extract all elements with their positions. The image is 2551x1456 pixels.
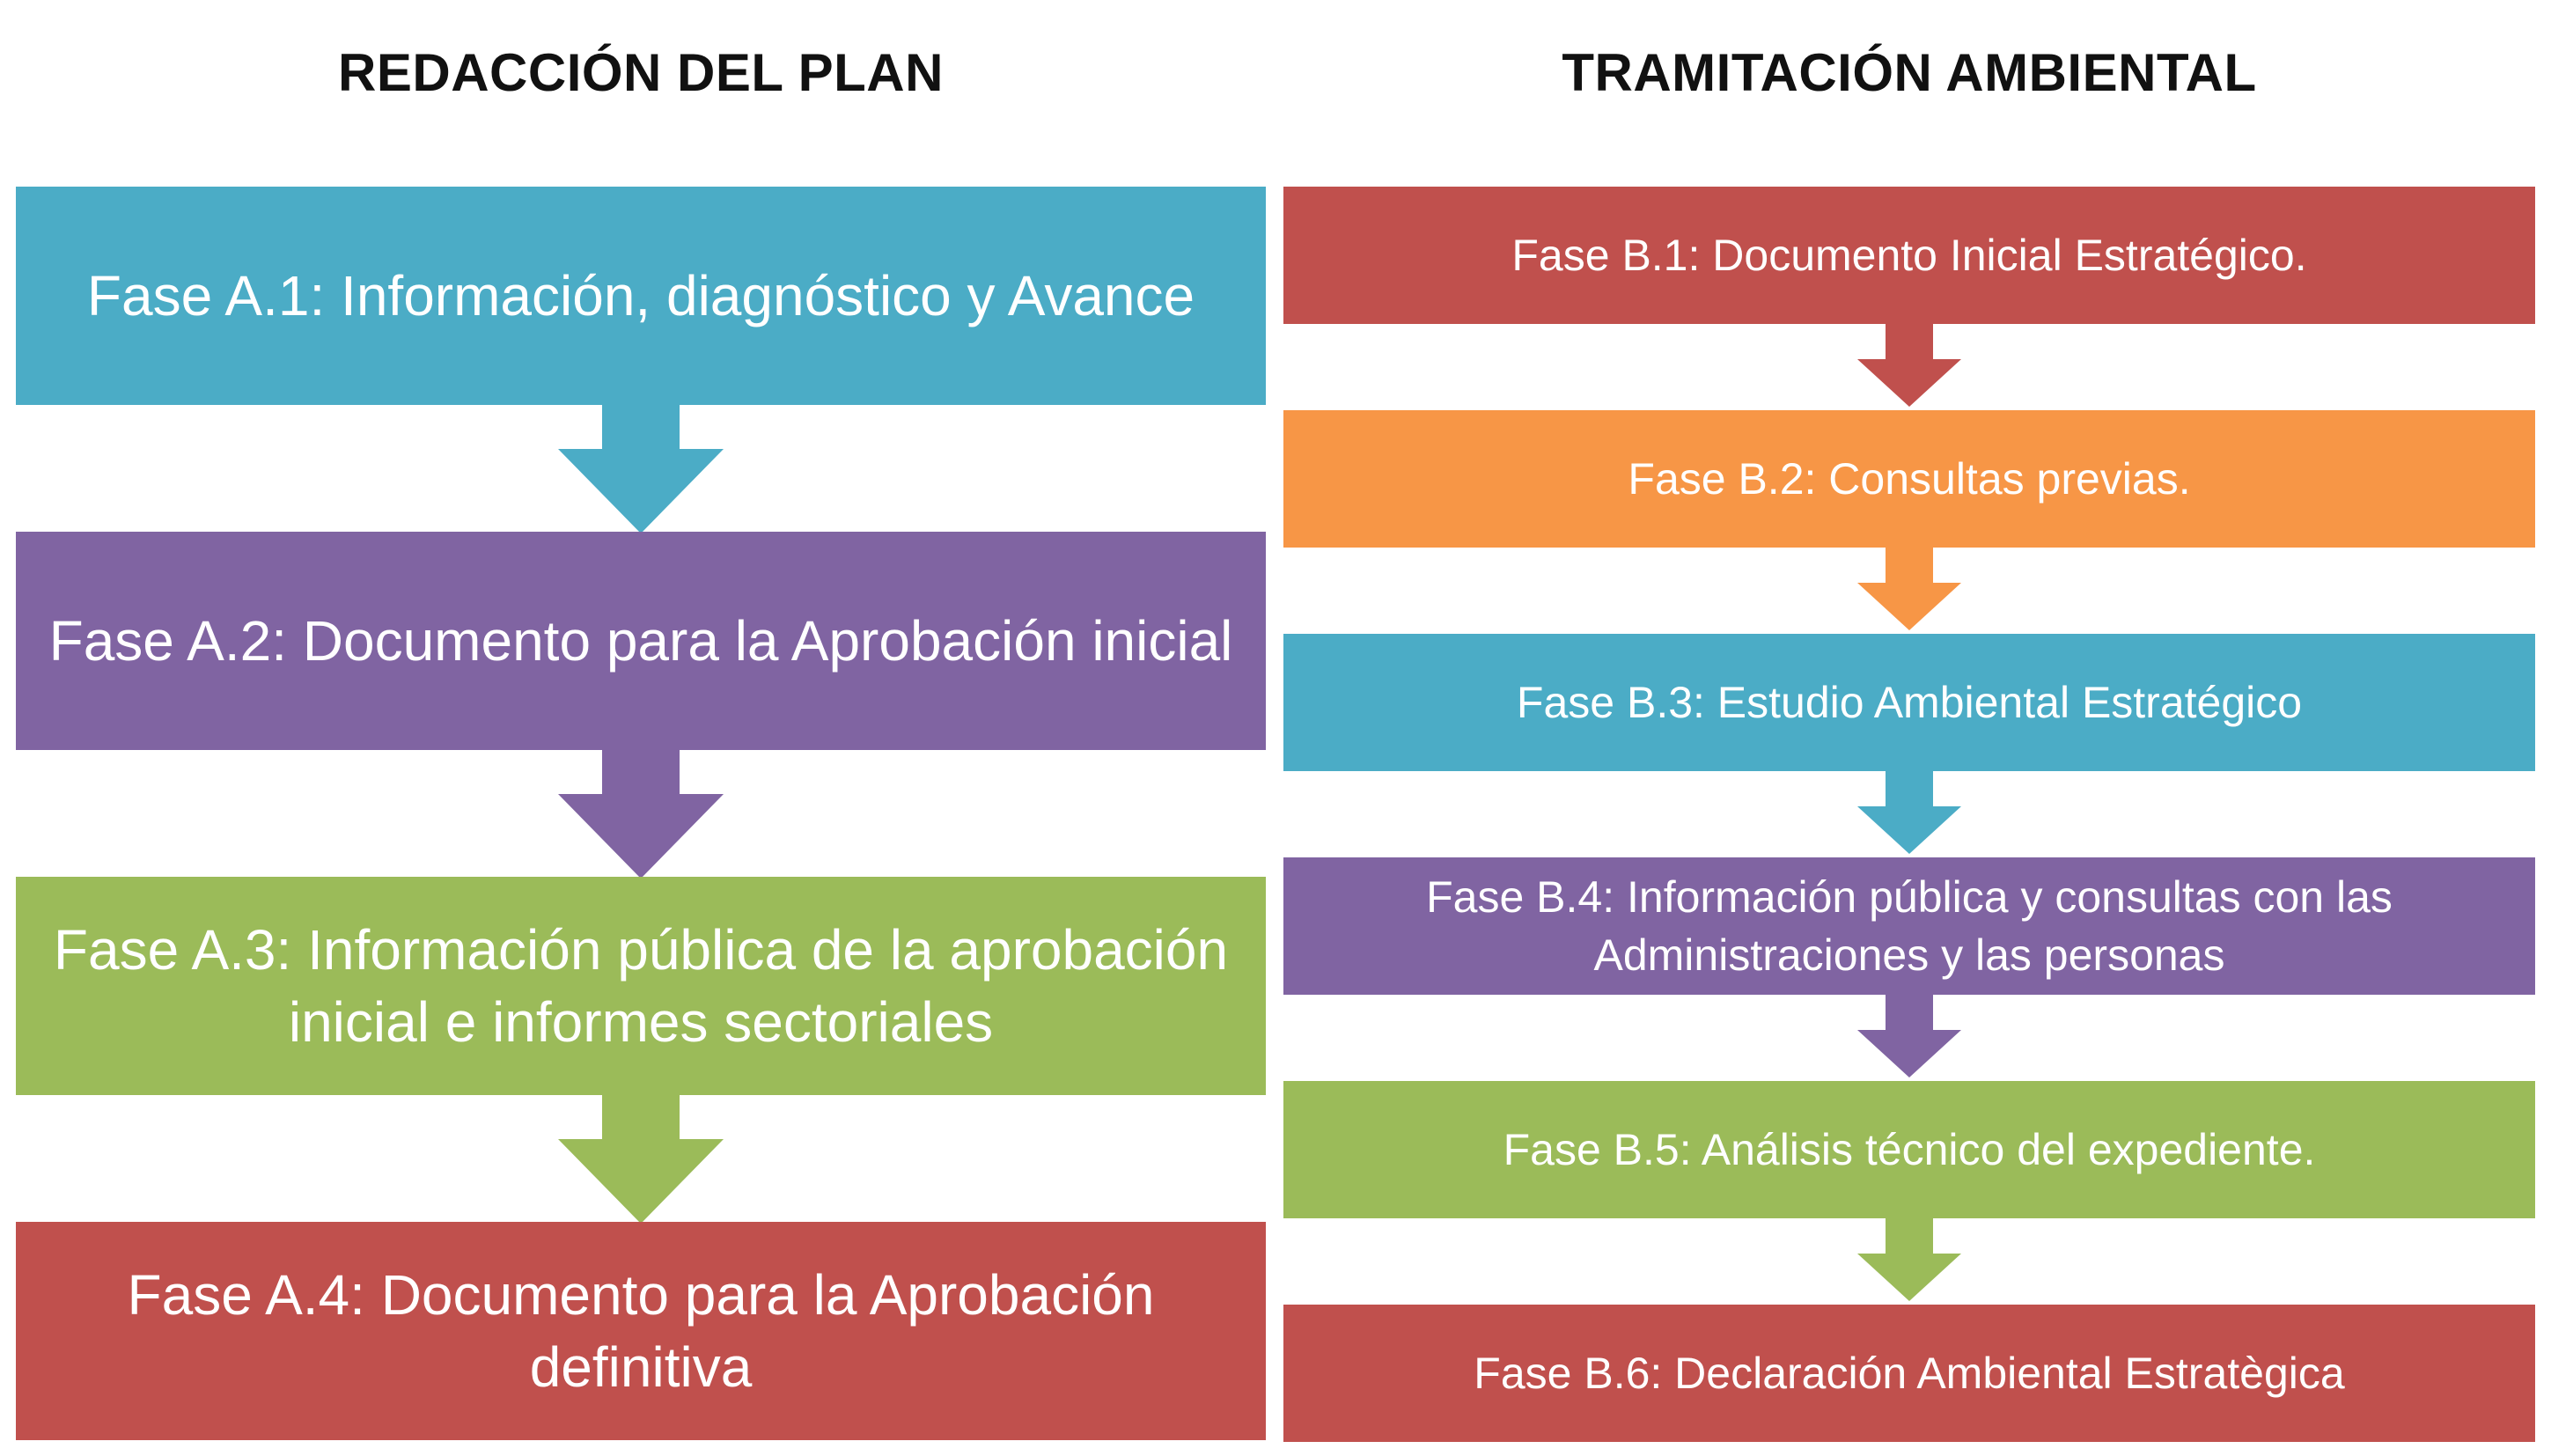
column-title-tramitacion: TRAMITACIÓN AMBIENTAL: [1562, 43, 2257, 102]
phase-a3-label: Fase A.3: Información pública de la apro…: [53, 918, 1229, 1054]
phase-b4-box: Fase B.4: Información pública y consulta…: [1283, 857, 2535, 995]
phase-a2-label: Fase A.2: Documento para la Aprobación i…: [48, 609, 1233, 673]
phase-b6-box: Fase B.6: Declaración Ambiental Estratèg…: [1283, 1305, 2535, 1442]
down-arrow-icon: [558, 750, 724, 879]
phase-b1-label: Fase B.1: Documento Inicial Estratégico.: [1511, 231, 2307, 280]
down-arrow-icon: [558, 1095, 724, 1224]
phase-a1-label: Fase A.1: Información, diagnóstico y Ava…: [86, 264, 1195, 327]
phase-a4-box: Fase A.4: Documento para la Aprobación d…: [16, 1222, 1266, 1440]
down-arrow-icon: [1857, 995, 1961, 1077]
phase-b2-box: Fase B.2: Consultas previas.: [1283, 410, 2535, 548]
down-arrow-icon: [1857, 548, 1961, 630]
phase-a1-box: Fase A.1: Información, diagnóstico y Ava…: [16, 187, 1266, 405]
phase-a3-box: Fase A.3: Información pública de la apro…: [16, 877, 1266, 1095]
phase-b3-label: Fase B.3: Estudio Ambiental Estratégico: [1516, 678, 2303, 727]
down-arrow-icon: [558, 405, 724, 533]
phase-b6-label: Fase B.6: Declaración Ambiental Estratèg…: [1474, 1349, 2345, 1398]
phase-a2-box: Fase A.2: Documento para la Aprobación i…: [16, 532, 1266, 750]
phase-a4-label: Fase A.4: Documento para la Aprobación d…: [127, 1263, 1155, 1399]
down-arrow-icon: [1857, 771, 1961, 854]
phase-b5-label: Fase B.5: Análisis técnico del expedient…: [1503, 1125, 2316, 1174]
down-arrow-icon: [1857, 1218, 1961, 1301]
column-title-redaccion: REDACCIÓN DEL PLAN: [338, 43, 944, 102]
phase-b2-label: Fase B.2: Consultas previas.: [1628, 454, 2191, 504]
phase-b4-label: Fase B.4: Información pública y consulta…: [1426, 872, 2393, 980]
phase-b3-box: Fase B.3: Estudio Ambiental Estratégico: [1283, 634, 2535, 771]
phase-b5-box: Fase B.5: Análisis técnico del expedient…: [1283, 1081, 2535, 1218]
phase-b1-box: Fase B.1: Documento Inicial Estratégico.: [1283, 187, 2535, 324]
down-arrow-icon: [1857, 324, 1961, 407]
